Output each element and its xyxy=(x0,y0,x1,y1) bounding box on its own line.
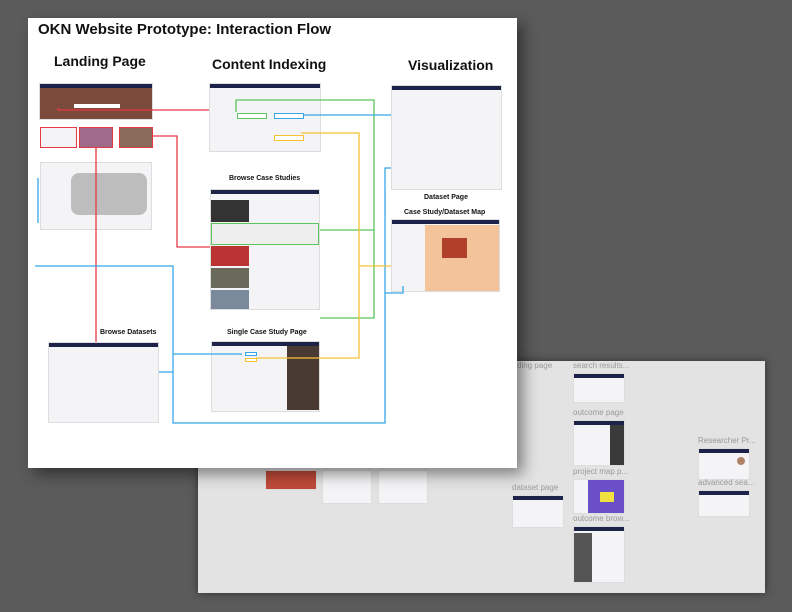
frame-label-landing: ding page xyxy=(517,361,553,370)
frame-label-dataset-page: dataset page xyxy=(512,483,559,492)
red-arrows xyxy=(57,108,210,342)
frame-researcher-profile[interactable] xyxy=(698,448,750,480)
landing-card-map[interactable] xyxy=(40,127,77,148)
frame-label-outcome-browse: outcome brow... xyxy=(573,514,630,523)
flow-arrows xyxy=(35,99,404,424)
landing-hero-screenshot[interactable] xyxy=(39,83,153,120)
green-arrows xyxy=(235,99,375,319)
frame-label-outcome-page: outcome page xyxy=(573,408,624,417)
arrow-yellow-results xyxy=(256,132,360,359)
arrow-search-to-results xyxy=(57,108,209,111)
arrow-blue-main xyxy=(35,167,391,424)
yellow-arrows xyxy=(256,132,391,359)
label-dataset-page: Dataset Page xyxy=(424,194,468,201)
frame-label-project-map: project map p... xyxy=(573,467,629,476)
landing-card-case-studies[interactable] xyxy=(119,127,153,148)
arrow-blue-map xyxy=(385,286,404,294)
frame-outcome-browse[interactable] xyxy=(573,526,625,583)
frame-label-search-results: search results... xyxy=(573,361,630,370)
search-results-screenshot[interactable] xyxy=(209,83,321,152)
arrow-green-results xyxy=(235,99,375,319)
frame-map-california[interactable] xyxy=(378,470,428,504)
label-single-case-study: Single Case Study Page xyxy=(227,329,307,336)
dataset-page-screenshot[interactable] xyxy=(391,85,502,190)
frame-label-advanced-search: advanced sea... xyxy=(698,478,755,487)
dataset-map-screenshot[interactable] xyxy=(391,219,500,292)
browse-case-studies-screenshot[interactable] xyxy=(210,189,320,310)
board-title: OKN Website Prototype: Interaction Flow xyxy=(38,21,332,38)
frame-search-results[interactable] xyxy=(573,373,625,403)
browse-datasets-screenshot[interactable] xyxy=(48,342,159,423)
label-browse-case-studies: Browse Case Studies xyxy=(229,175,301,182)
label-case-study-dataset-map: Case Study/Dataset Map xyxy=(404,209,486,216)
frame-project-map[interactable] xyxy=(573,479,625,514)
frame-advanced-search[interactable] xyxy=(698,490,750,517)
blue-arrows xyxy=(35,114,404,424)
arrow-case-cards-to-browse xyxy=(153,135,210,248)
flow-board: OKN Website Prototype: Interaction Flow … xyxy=(28,18,517,468)
label-browse-datasets: Browse Datasets xyxy=(100,329,157,336)
section-content-indexing: Content Indexing xyxy=(212,56,327,72)
section-landing-page: Landing Page xyxy=(54,53,146,69)
frame-dataset-page[interactable] xyxy=(512,495,564,528)
frame-map-red[interactable] xyxy=(265,470,317,490)
section-visualization: Visualization xyxy=(408,57,494,73)
single-case-study-screenshot[interactable] xyxy=(211,341,320,412)
frame-label-researcher-profile: Researcher Pr... xyxy=(698,436,756,445)
landing-card-datasets[interactable] xyxy=(79,127,113,148)
frame-outcome-page[interactable] xyxy=(573,420,625,466)
frame-map-state[interactable] xyxy=(322,470,372,504)
